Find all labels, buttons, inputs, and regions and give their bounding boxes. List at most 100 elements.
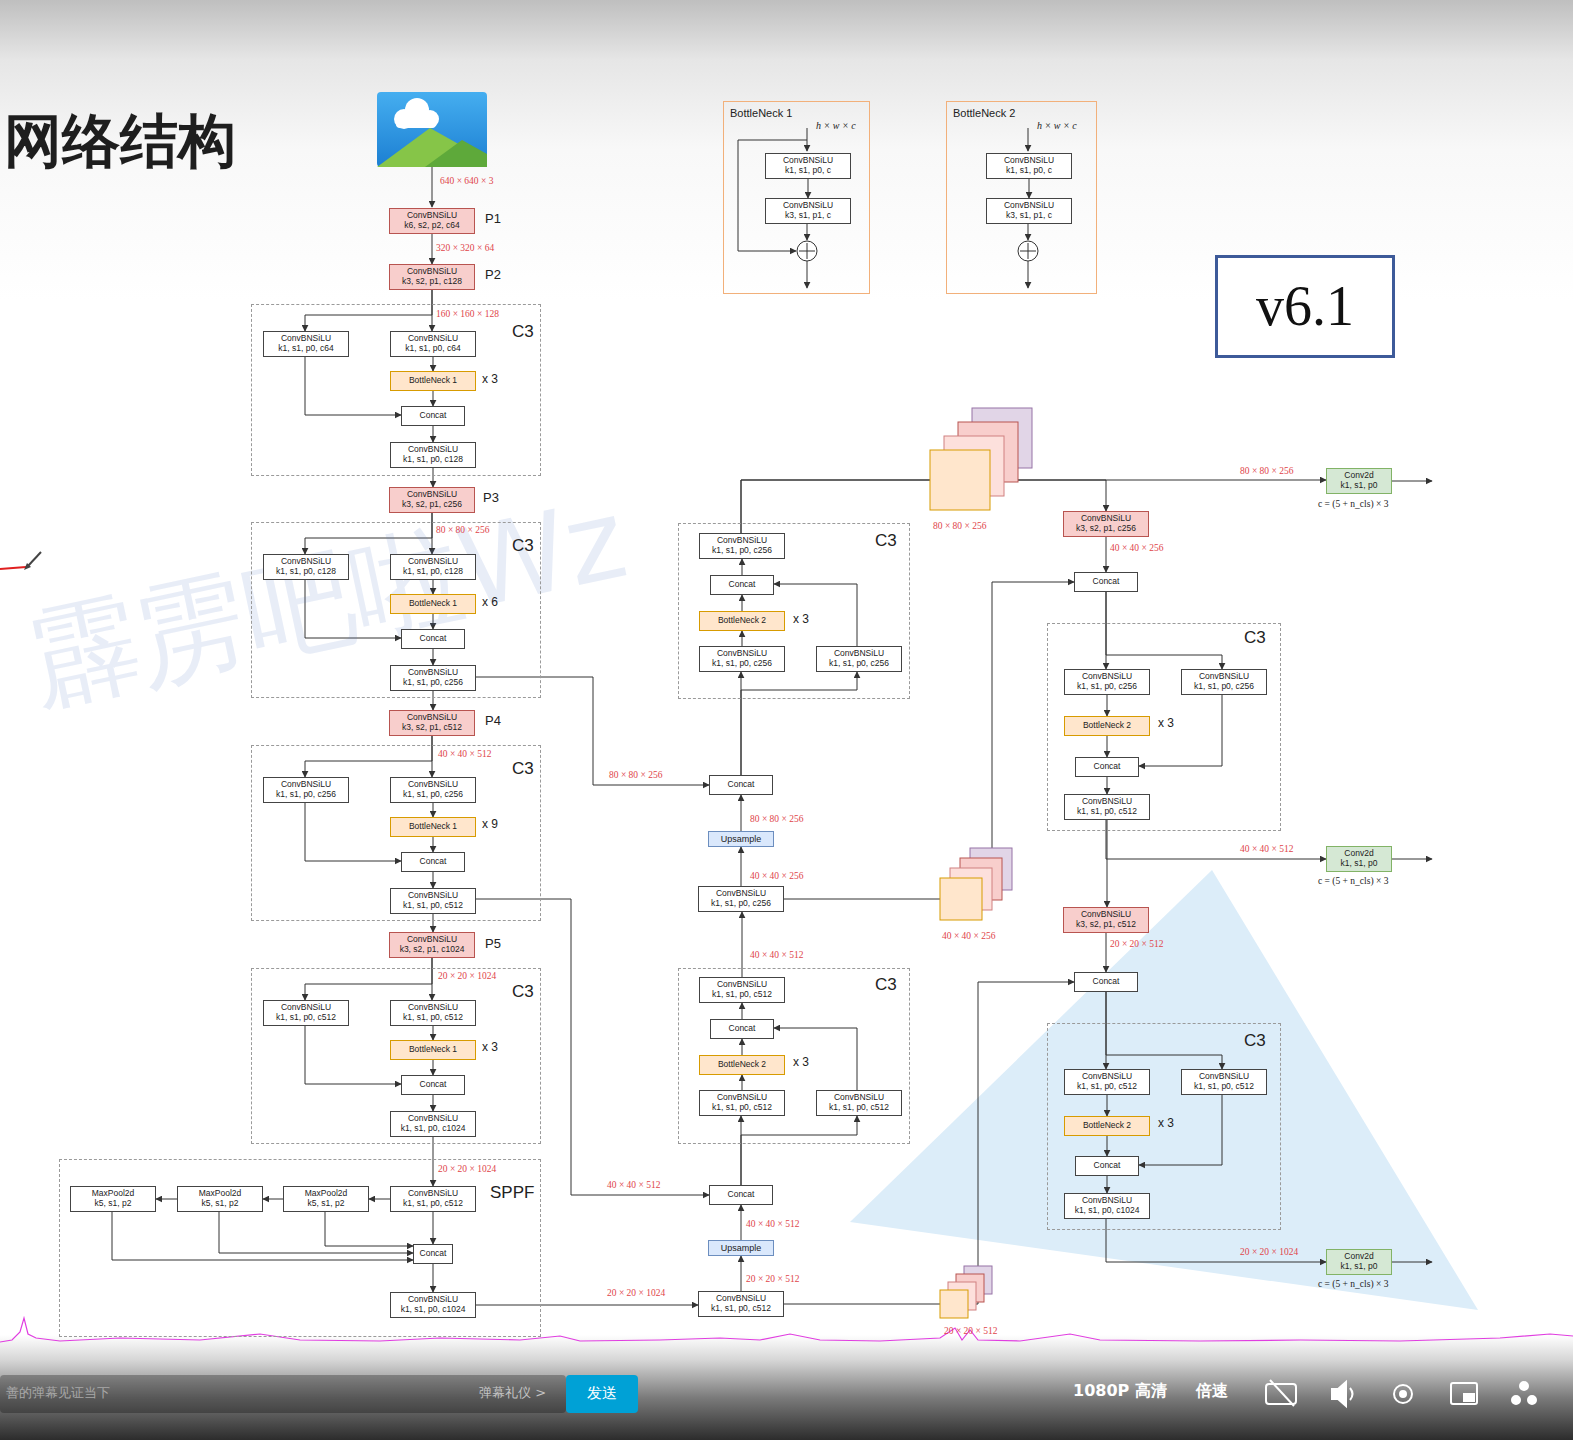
conv-block: ConvBNSiLUk3, s2, p1, c512 — [389, 710, 475, 736]
dimension: 20 × 20 × 1024 — [1240, 1247, 1298, 1258]
layer-box: ConvBNSiLUk1, s1, p0, c256 — [699, 533, 785, 559]
node-text: k3, s2, p1, c512 — [402, 723, 462, 733]
layer-box: ConvBNSiLUk1, s1, p0, c512 — [1064, 1069, 1150, 1095]
node-text: Conv2d — [1344, 471, 1373, 481]
node-text: k5, s1, p2 — [308, 1199, 345, 1209]
connector — [1107, 1095, 1108, 1116]
node-text: Upsample — [721, 834, 762, 844]
connector — [1107, 1176, 1108, 1193]
node-text: ConvBNSiLU — [717, 980, 767, 990]
module-group: C3ConvBNSiLUk1, s1, p0, c256ConcatBottle… — [678, 523, 910, 699]
module-name: C3 — [512, 759, 534, 779]
connector — [741, 795, 742, 831]
module-group: SPPFConvBNSiLUk1, s1, p0, c512MaxPool2dk… — [59, 1159, 541, 1337]
node-text: k1, s1, p0, c1024 — [1075, 1206, 1140, 1216]
node-text: k5, s1, p2 — [95, 1199, 132, 1209]
node-text: k3, s2, p1, c256 — [1076, 524, 1136, 534]
conv-block: ConvBNSiLUk6, s2, p2, c64 — [389, 208, 475, 234]
feature-map-stack — [940, 848, 1012, 920]
conv-block: ConvBNSiLUk3, s2, p1, c1024 — [389, 932, 475, 958]
dimension: 40 × 40 × 512 — [750, 950, 803, 961]
node-text: BottleNeck 1 — [409, 1045, 457, 1055]
node-text: k1, s1, p0, c512 — [276, 1013, 336, 1023]
connector — [156, 1199, 177, 1200]
input-arrow — [432, 167, 433, 207]
connector — [305, 357, 401, 415]
node-text: ConvBNSiLU — [408, 1295, 458, 1305]
connector — [1139, 695, 1222, 766]
node-text: BottleNeck 2 — [1083, 721, 1131, 731]
panel-title: BottleNeck 2 — [953, 107, 1015, 120]
layer-box: ConvBNSiLUk1, s1, p0, c512 — [390, 1186, 476, 1212]
module-name: C3 — [1244, 628, 1266, 648]
layer-box: ConvBNSiLUk1, s1, p0, c512 — [1181, 1069, 1267, 1095]
connector — [741, 672, 857, 775]
node-text: ConvBNSiLU — [834, 1093, 884, 1103]
layer-box: ConvBNSiLUk3, s1, p1, c — [986, 198, 1072, 224]
layer-box: ConvBNSiLUk1, s1, p0, c512 — [263, 1000, 349, 1026]
layer-box: Concat — [1075, 757, 1139, 777]
node-text: k1, s1, p0, c256 — [711, 899, 771, 909]
repeat-count: x 3 — [1158, 717, 1174, 731]
layer-box: Concat — [413, 1244, 453, 1264]
node-text: ConvBNSiLU — [716, 889, 766, 899]
layer-box: ConvBNSiLUk1, s1, p0, c512 — [698, 1291, 784, 1317]
dimension: 20 × 20 × 512 — [746, 1274, 799, 1285]
layer-box: ConvBNSiLUk1, s1, p0, c128 — [263, 554, 349, 580]
connector — [433, 468, 434, 487]
node-text: ConvBNSiLU — [408, 891, 458, 901]
node-text: ConvBNSiLU — [834, 649, 884, 659]
node-text: ConvBNSiLU — [407, 211, 457, 221]
connector — [1107, 736, 1108, 757]
node-text: ConvBNSiLU — [1082, 1196, 1132, 1206]
connector — [742, 559, 743, 575]
connector — [325, 1212, 413, 1246]
node-text: BottleNeck 2 — [718, 1060, 766, 1070]
node-text: k1, s1, p0 — [1341, 481, 1378, 491]
node-text: k1, s1, p0, c1024 — [401, 1305, 466, 1315]
module-group: C3ConvBNSiLUk1, s1, p0, c128ConvBNSiLUk1… — [251, 522, 541, 698]
node-text: k1, s1, p0, c512 — [403, 1199, 463, 1209]
shape-note: h × w × c — [816, 120, 856, 132]
layer-box: Concat — [709, 775, 773, 795]
node-text: Concat — [420, 634, 447, 644]
connector — [1029, 179, 1030, 198]
node-text: k1, s1, p0, c — [785, 166, 831, 176]
node-text: 发送 — [587, 1385, 617, 1402]
node-text: Concat — [1094, 762, 1121, 772]
conv-block: ConvBNSiLUk3, s2, p1, c512 — [1063, 907, 1149, 933]
connector — [433, 1095, 434, 1111]
node-text: ConvBNSiLU — [1082, 672, 1132, 682]
module-group: C3ConvBNSiLUk1, s1, p0, c512ConvBNSiLUk1… — [251, 968, 541, 1144]
node-text: k1, s1, p0, c256 — [276, 790, 336, 800]
layer-box: Concat — [401, 1075, 465, 1095]
layer-box: Concat — [401, 629, 465, 649]
module-name: C3 — [512, 322, 534, 342]
connector — [433, 691, 434, 710]
conv-block: ConvBNSiLUk3, s2, p1, c256 — [1063, 511, 1149, 537]
node-text: BottleNeck 2 — [718, 616, 766, 626]
node-text: ConvBNSiLU — [783, 156, 833, 166]
connector — [433, 1137, 434, 1186]
pen-mark — [0, 552, 41, 570]
connector — [433, 837, 434, 852]
node-text: ConvBNSiLU — [407, 267, 457, 277]
connector — [263, 1199, 283, 1200]
player-control: 倍速 — [1196, 1382, 1228, 1400]
dimension: 80 × 80 × 256 — [750, 814, 803, 825]
dimension: 80 × 80 × 256 — [1240, 466, 1293, 477]
node-text: k1, s1, p0, c512 — [829, 1103, 889, 1113]
layer-box: ConvBNSiLUk1, s1, p0, c512 — [390, 1000, 476, 1026]
connector — [433, 426, 434, 442]
connector — [741, 480, 1326, 533]
module-name: C3 — [875, 531, 897, 551]
layer-box: ConvBNSiLUk1, s1, p0, c128 — [390, 442, 476, 468]
bottleneck-block: BottleNeck 1 — [390, 817, 476, 837]
node-text: k1, s1, p0, c512 — [711, 1304, 771, 1314]
repeat-count: x 3 — [482, 1041, 498, 1055]
module-name: C3 — [512, 536, 534, 556]
node-text: ConvBNSiLU — [408, 557, 458, 567]
channel-formula: c = (5 + n_cls) × 3 — [1318, 499, 1388, 510]
layer-box: ConvBNSiLUk1, s1, p0, c256 — [698, 886, 784, 912]
connector — [305, 958, 432, 1000]
